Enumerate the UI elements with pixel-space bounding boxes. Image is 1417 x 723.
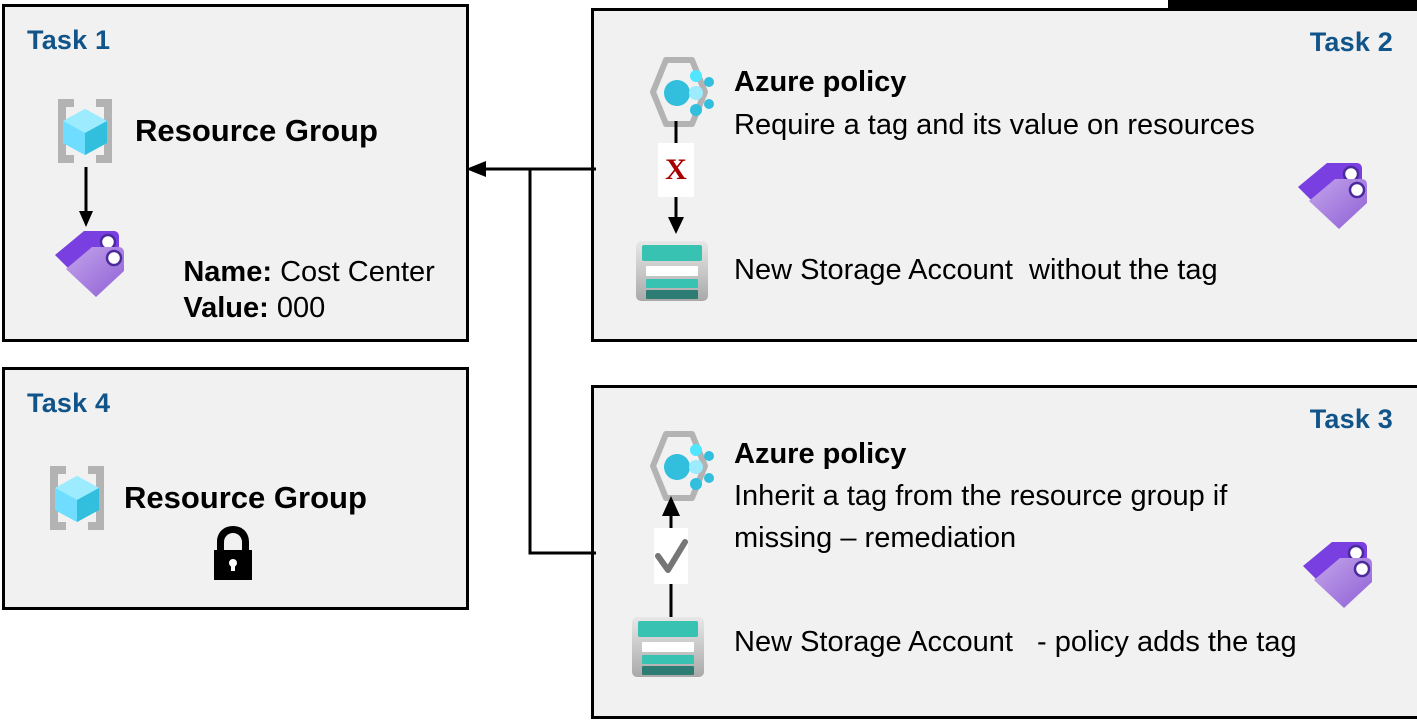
task-1-value-row: Value: 000 (135, 265, 325, 352)
resource-group-icon (48, 95, 122, 167)
panel-task-4: Task 4 Resource Group (2, 367, 469, 610)
task-1-resource-group-label: Resource Group (135, 113, 378, 148)
check-mark-icon (654, 528, 688, 584)
connector-arrowhead-task1 (466, 161, 486, 177)
task-1-title: Task 1 (27, 25, 111, 55)
task-2-policy-description: Require a tag and its value on resources (734, 109, 1255, 141)
azure-policy-icon (636, 56, 714, 128)
tag-icon (51, 225, 127, 297)
task-1-value-spacer (269, 292, 277, 324)
task-1-arrow-down-icon (79, 167, 93, 227)
task-2-storage-label: New Storage Account without the tag (734, 254, 1218, 286)
tag-icon (1299, 536, 1375, 608)
x-mark-icon: X (658, 143, 694, 197)
task-2-title: Task 2 (1309, 27, 1393, 57)
storage-account-icon (634, 239, 710, 303)
task-3-policy-description-line-1: Inherit a tag from the resource group if (734, 480, 1228, 512)
lock-icon (207, 522, 259, 584)
top-black-bar (1168, 0, 1417, 9)
panel-task-3: Task 3 Azure policy Inherit a tag from t… (591, 385, 1417, 719)
task-3-policy-heading: Azure policy (734, 438, 907, 470)
azure-policy-icon (636, 430, 714, 502)
panel-task-1: Task 1 Resource Group (2, 4, 469, 342)
task-1-value-value: 000 (276, 292, 326, 324)
task-2-policy-heading: Azure policy (734, 66, 907, 98)
connector-task3-to-task1 (484, 167, 596, 555)
task-3-storage-label: New Storage Account - policy adds the ta… (734, 626, 1297, 658)
task-4-title: Task 4 (27, 388, 111, 418)
storage-account-icon (630, 615, 706, 679)
task-1-name-row: Name: Cost Center (135, 229, 435, 316)
panel-task-2: Task 2 Azure policy Require a tag and it… (591, 8, 1417, 342)
tag-icon (1294, 157, 1370, 229)
task-1-name-value: Cost Center (280, 256, 435, 288)
task-3-policy-description-line-2: missing – remediation (734, 522, 1017, 554)
task-1-value-label: Value: (183, 292, 269, 324)
task-1-name-label: Name: (183, 256, 272, 288)
resource-group-icon (40, 462, 114, 534)
task-4-resource-group-label: Resource Group (124, 480, 367, 515)
task-3-title: Task 3 (1309, 404, 1393, 434)
